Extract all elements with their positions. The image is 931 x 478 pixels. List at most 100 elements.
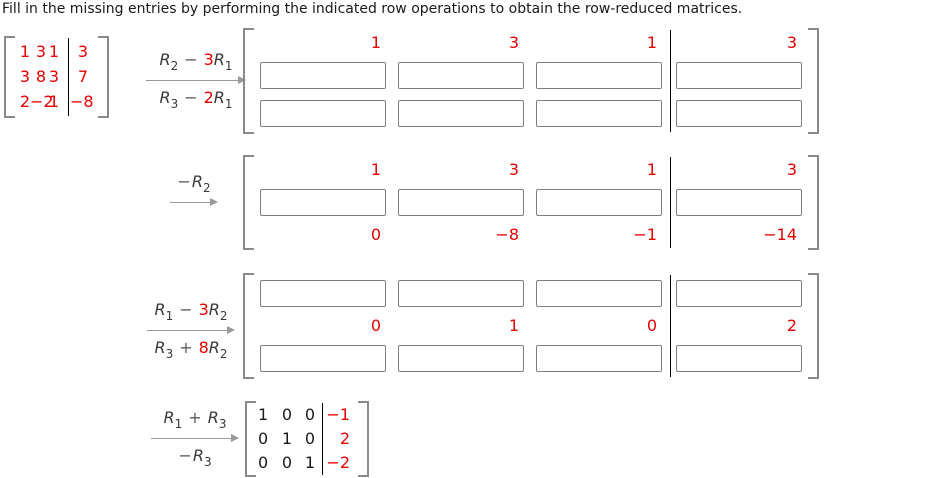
- matrix-bracket-right: [808, 273, 819, 379]
- matrix-entry-input[interactable]: [676, 345, 802, 372]
- matrix-value-row: 0−8−1−14: [260, 227, 802, 243]
- matrix-entry-value: 2: [19, 92, 30, 111]
- row-index: 1: [224, 97, 233, 111]
- matrix-entry-value: 0: [646, 316, 657, 335]
- row-index: 2: [202, 181, 211, 195]
- matrix-entry-value: −2: [30, 92, 54, 111]
- matrix-entry-value: −2: [326, 453, 350, 472]
- row-symbol: R2: [208, 338, 228, 361]
- matrix-entry-value: 0: [304, 429, 315, 448]
- row-index: 3: [203, 455, 212, 469]
- augmented-divider: [670, 275, 671, 377]
- row-symbol: R1: [213, 50, 233, 73]
- row-symbol: R2: [191, 172, 211, 195]
- matrix-entry-input[interactable]: [398, 280, 524, 307]
- matrix-entry-value: −8: [495, 225, 519, 244]
- matrix-entry-value: 1: [646, 33, 657, 52]
- operator-sign: −: [178, 446, 192, 465]
- matrix-entry-value: 3: [48, 67, 59, 86]
- matrix-entry-input[interactable]: [260, 100, 386, 127]
- row-symbol: R3: [207, 408, 227, 431]
- matrix-entry-input[interactable]: [398, 62, 524, 89]
- row-symbol: R1: [154, 300, 174, 323]
- row-index: 2: [219, 347, 228, 361]
- matrix-entry-input[interactable]: [260, 280, 386, 307]
- matrix-entry-input[interactable]: [536, 62, 662, 89]
- arrow-right-icon: [151, 434, 239, 443]
- matrix-entry-input[interactable]: [260, 189, 386, 216]
- row-index: 2: [219, 309, 228, 323]
- matrix-entry-input[interactable]: [398, 345, 524, 372]
- coefficient-value: 2: [203, 88, 214, 107]
- matrix-input-row: [260, 189, 802, 216]
- coefficient-value: 8: [198, 338, 209, 357]
- matrix-entry-input[interactable]: [676, 189, 802, 216]
- matrix-input-row: [260, 280, 802, 307]
- matrix-entry-input[interactable]: [536, 345, 662, 372]
- matrix-entry-input[interactable]: [260, 345, 386, 372]
- operator-sign: −: [184, 50, 198, 69]
- row-index: 2: [170, 59, 179, 73]
- matrix-entry-input[interactable]: [536, 100, 662, 127]
- matrix-entry-value: 1: [48, 92, 59, 111]
- matrix-entry-value: −1: [326, 405, 350, 424]
- row-symbol: R3: [192, 446, 212, 469]
- coefficient-value: 3: [203, 50, 214, 69]
- matrix-entry-value: 0: [258, 429, 269, 448]
- matrix-entry-value: 1: [646, 160, 657, 179]
- row-symbol: R3: [154, 338, 174, 361]
- matrix-bracket-left: [243, 155, 254, 250]
- arrow-right-icon: [170, 198, 218, 207]
- operator-sign: −: [179, 300, 193, 319]
- matrix-entry-value: 3: [508, 33, 519, 52]
- matrix-bracket-right: [98, 36, 109, 118]
- matrix-entry-input[interactable]: [676, 280, 802, 307]
- matrix-entry-value: 1: [370, 160, 381, 179]
- matrix-entry-value: 8: [35, 67, 46, 86]
- matrix-input-row: [260, 100, 802, 127]
- row-index: 3: [218, 417, 227, 431]
- row-operation-line: −R3: [178, 445, 211, 471]
- matrix-entry-value: −8: [70, 92, 94, 111]
- matrix-entry-input[interactable]: [536, 280, 662, 307]
- instructions-text: Fill in the missing entries by performin…: [2, 1, 743, 17]
- matrix-entry-input[interactable]: [676, 62, 802, 89]
- row-operation-4: R1+R3−R3: [151, 407, 239, 471]
- matrix-bracket-left: [4, 36, 15, 118]
- matrix-entry-value: 3: [77, 42, 88, 61]
- matrix-entry-input[interactable]: [260, 62, 386, 89]
- matrix-entry-input[interactable]: [398, 100, 524, 127]
- operator-sign: −: [177, 172, 191, 191]
- matrix-bracket-right: [808, 28, 819, 134]
- matrix-entry-input[interactable]: [536, 189, 662, 216]
- augmented-divider: [68, 38, 69, 116]
- row-index: 3: [165, 347, 174, 361]
- matrix-entry-value: 1: [19, 42, 30, 61]
- matrix-entry-value: 1: [281, 429, 292, 448]
- arrow-right-icon: [147, 326, 235, 335]
- matrix-entry-value: 3: [786, 160, 797, 179]
- matrix-entry-input[interactable]: [676, 100, 802, 127]
- matrix-entry-value: 1: [48, 42, 59, 61]
- matrix-bracket-right: [358, 401, 369, 477]
- row-symbol: R2: [159, 50, 179, 73]
- matrix-entry-value: 0: [258, 453, 269, 472]
- matrix-entry-value: 1: [258, 405, 269, 424]
- matrix-entry-input[interactable]: [398, 189, 524, 216]
